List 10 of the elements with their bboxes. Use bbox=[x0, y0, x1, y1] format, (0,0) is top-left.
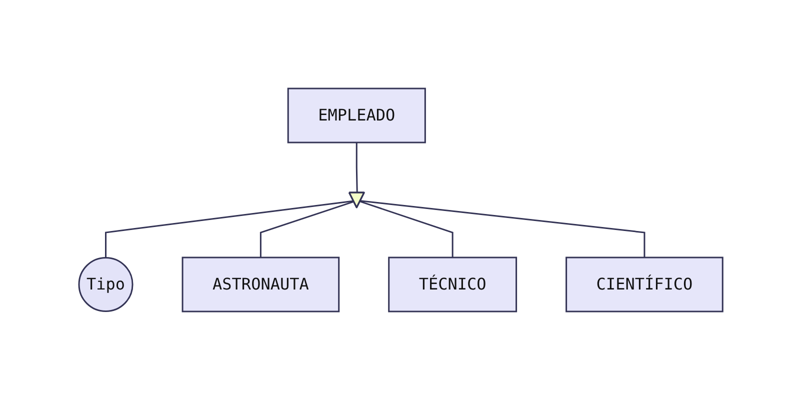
connector bbox=[356, 142, 358, 194]
node-box: EMPLEADO bbox=[287, 88, 426, 144]
node-box: ASTRONAUTA bbox=[181, 256, 340, 312]
connector bbox=[360, 200, 645, 258]
connector bbox=[104, 200, 354, 258]
connector bbox=[360, 200, 454, 258]
node-box: CIENTÍFICO bbox=[565, 256, 724, 312]
node-box: TÉCNICO bbox=[388, 256, 517, 312]
node-circle: Tipo bbox=[78, 256, 133, 312]
connector bbox=[260, 200, 354, 258]
